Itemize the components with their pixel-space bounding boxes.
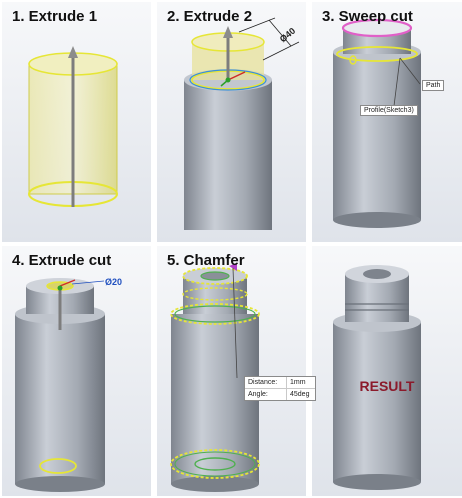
path-callout: Path — [422, 80, 445, 91]
step-panel-sweep-cut: 3. Sweep cut Path Profile(Sketch3) — [312, 2, 462, 242]
sweep-cut-preview — [333, 18, 421, 228]
distance-value[interactable]: 1mm — [290, 379, 306, 386]
diameter-dimension: Ø20 — [105, 277, 123, 287]
chamfer-parameters: Distance: 1mm Angle: 45deg — [244, 376, 316, 401]
step-title: 2. Extrude 2 — [167, 8, 253, 25]
step-title: 1. Extrude 1 — [12, 8, 98, 25]
result-label: RESULT — [359, 378, 415, 394]
extrude-1-preview — [28, 46, 118, 207]
profile-callout: Profile(Sketch3) — [360, 105, 418, 116]
angle-value[interactable]: 45deg — [290, 391, 310, 398]
chamfer-preview — [170, 263, 260, 492]
chamfer-angle-row: Angle: 45deg — [245, 389, 315, 400]
step-title: 3. Sweep cut — [322, 8, 413, 25]
extrude-cut-preview — [15, 278, 105, 492]
step-panel-extrude-1: 1. Extrude 1 — [2, 2, 151, 242]
angle-label: Angle: — [245, 389, 287, 400]
step-panel-chamfer: 5. Chamfer — [157, 246, 316, 496]
step-panel-extrude-cut: 4. Extrude cut Ø20 — [2, 246, 151, 496]
step-panel-extrude-2: 2. Extrude 2 — [157, 2, 306, 242]
step-panel-result: RESULT — [312, 246, 462, 496]
extrude-2-preview — [184, 17, 300, 230]
chamfer-distance-row: Distance: 1mm — [245, 377, 315, 389]
step-title: 5. Chamfer — [167, 252, 245, 269]
distance-label: Distance: — [245, 377, 287, 388]
step-title: 4. Extrude cut — [12, 252, 112, 269]
result-model — [333, 265, 421, 490]
